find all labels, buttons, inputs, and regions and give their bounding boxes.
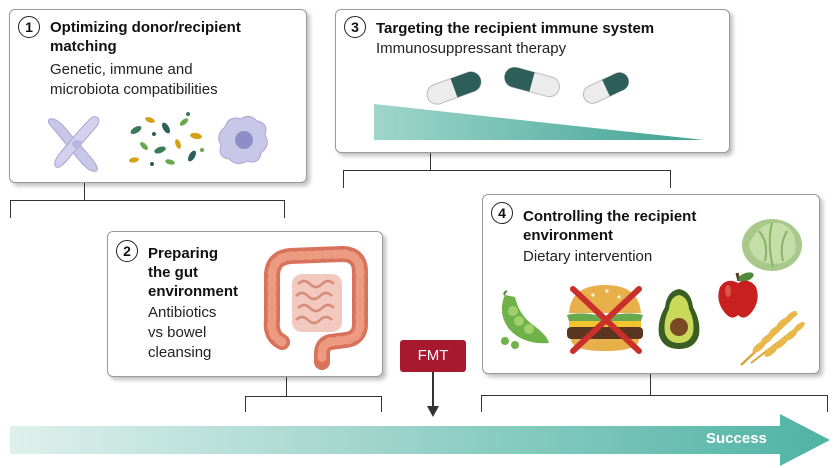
fmt-badge: FMT	[400, 340, 466, 372]
step-3-title: Targeting the recipient immune system	[376, 20, 655, 37]
step-1-title-line-1: Optimizing donor/recipient	[50, 19, 241, 36]
tapering-dose-wedge	[374, 104, 704, 140]
lettuce-icon	[742, 219, 802, 271]
bracket-step-3	[343, 170, 671, 188]
avocado-icon	[658, 289, 700, 349]
step-1-title: Optimizing donor/recipient matching	[50, 18, 241, 56]
microbiota-icon	[129, 112, 204, 166]
apple-icon	[718, 272, 758, 318]
step-2-title-line-1: Preparing	[148, 245, 219, 262]
step-3-subtitle: Immunosuppressant therapy	[376, 40, 567, 57]
success-label: Success	[706, 430, 767, 447]
step-2-subtitle-line-3: cleansing	[148, 344, 212, 361]
connector-step-3	[430, 153, 431, 171]
step-1-title-line-2: matching	[50, 38, 117, 55]
wheat-icon	[740, 310, 805, 366]
capsule-icon	[504, 66, 560, 98]
step-1-box: 1 Optimizing donor/recipient matching Ge…	[9, 9, 307, 183]
chromosome-icon	[47, 116, 100, 172]
connector-step-1	[84, 183, 85, 201]
step-4-title: Controlling the recipient environment	[523, 207, 696, 245]
step-2-title: Preparing the gut environment	[148, 244, 238, 301]
bracket-step-4	[481, 395, 828, 412]
step-2-title-line-3: environment	[148, 283, 239, 300]
capsule-icon	[582, 72, 630, 104]
step-4-title-line-1: Controlling the recipient	[523, 208, 697, 225]
step-3-number: 3	[344, 16, 366, 38]
step-4-subtitle: Dietary intervention	[523, 248, 653, 265]
step-1-subtitle-line-2: microbiota compatibilities	[50, 81, 218, 98]
step-3-box: 3 Targeting the recipient immune system …	[335, 9, 730, 153]
step-2-subtitle: Antibiotics vs bowel cleansing	[148, 303, 216, 363]
step-2-number: 2	[116, 240, 138, 262]
fmt-down-arrow-icon	[427, 372, 439, 417]
step-1-number: 1	[18, 16, 40, 38]
bracket-step-2	[245, 396, 382, 412]
step-4-box: 4 Controlling the recipient environment …	[482, 194, 820, 374]
step-1-subtitle: Genetic, immune and microbiota compatibi…	[50, 60, 218, 100]
step-2-box: 2 Preparing the gut environment Antibiot…	[107, 231, 383, 377]
step-2-title-line-2: the gut	[148, 264, 198, 281]
intestine-icon	[263, 245, 368, 370]
step-1-subtitle-line-1: Genetic, immune and	[50, 61, 193, 78]
fmt-label: FMT	[417, 347, 449, 364]
peas-icon	[501, 290, 549, 349]
step-4-number: 4	[491, 202, 513, 224]
capsule-icon	[426, 71, 482, 105]
bracket-step-1	[10, 200, 285, 218]
step-2-subtitle-line-1: Antibiotics	[148, 304, 217, 321]
cross-out-icon	[570, 286, 642, 354]
step-4-title-line-2: environment	[523, 227, 614, 244]
connector-step-4	[650, 374, 651, 396]
immune-cell-icon	[218, 115, 268, 165]
success-arrow	[10, 414, 830, 466]
step-2-subtitle-line-2: vs bowel	[148, 324, 207, 341]
connector-step-2	[286, 377, 287, 397]
